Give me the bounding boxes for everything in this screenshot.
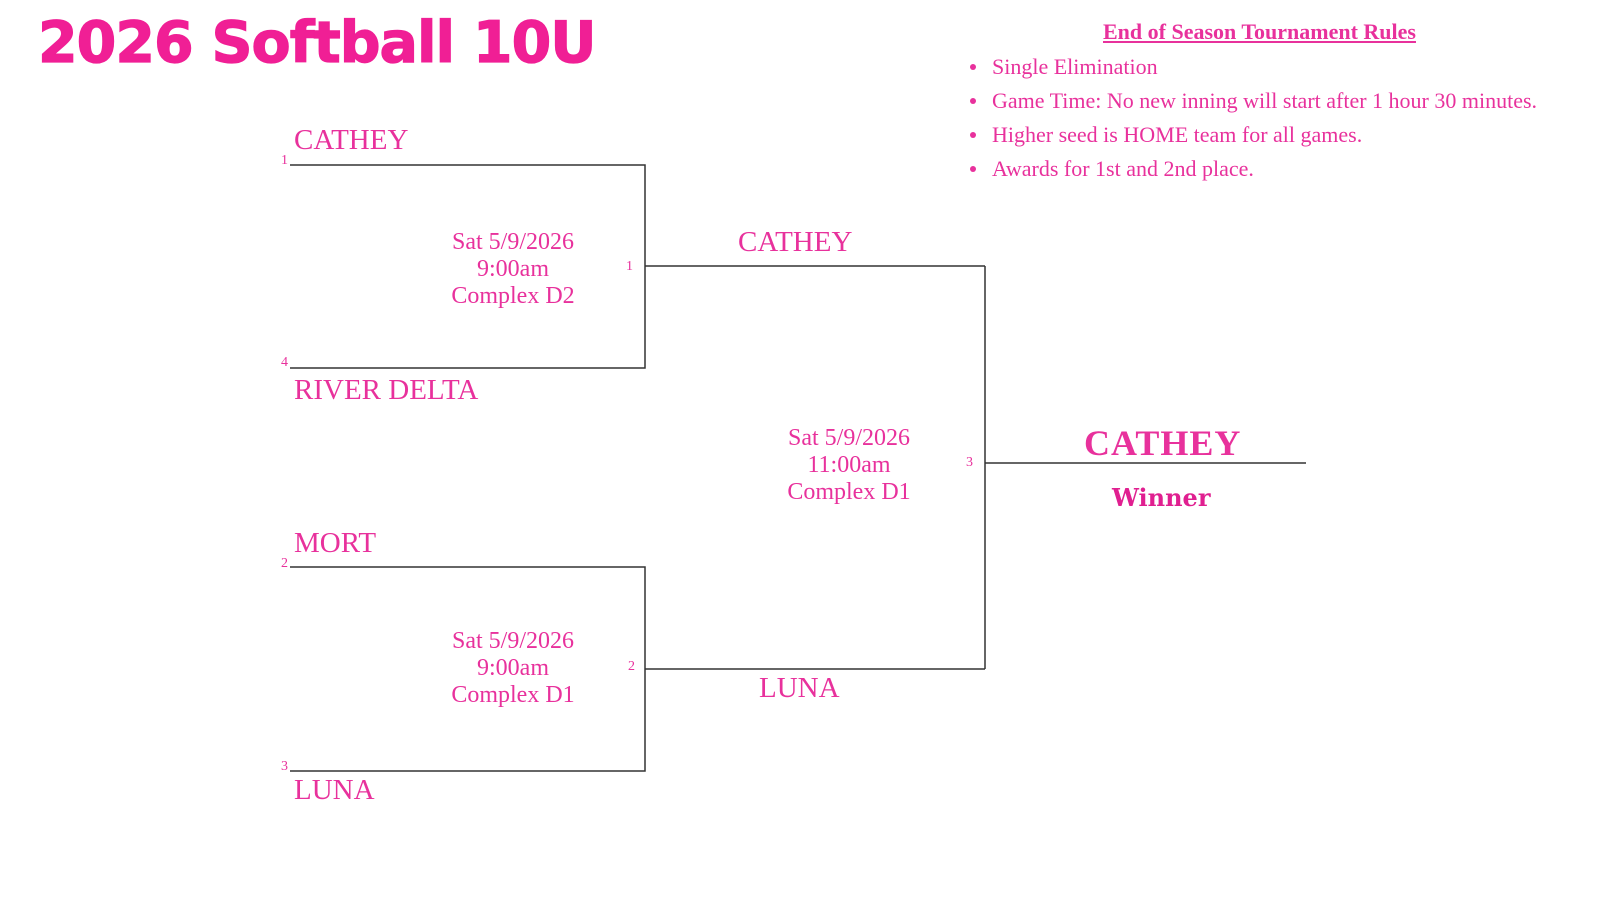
game-number: 1: [626, 259, 633, 274]
game-time: 11:00am: [807, 452, 891, 478]
game-location: Complex D2: [451, 283, 575, 309]
rule-item: Higher seed is HOME team for all games.: [966, 118, 1537, 152]
rule-item: Single Elimination: [966, 50, 1537, 84]
game-info: Sat 5/9/2026 9:00am Complex D2: [413, 229, 613, 310]
game-date: Sat 5/9/2026: [451, 628, 574, 654]
rules-heading: End of Season Tournament Rules: [1103, 19, 1416, 44]
team-name: LUNA: [759, 672, 840, 704]
seed-number: 2: [281, 556, 288, 571]
winner-label: Winner: [1112, 483, 1211, 512]
game-number: 3: [966, 455, 973, 470]
champion-name: CATHEY: [1084, 423, 1242, 463]
game-number: 2: [628, 659, 635, 674]
team-name: RIVER DELTA: [294, 374, 479, 406]
seed-number: 3: [281, 759, 288, 774]
rule-item: Awards for 1st and 2nd place.: [966, 152, 1537, 186]
game-time: 9:00am: [477, 256, 549, 282]
game-date: Sat 5/9/2026: [451, 229, 574, 255]
game-location: Complex D1: [451, 682, 575, 708]
game-info: Sat 5/9/2026 11:00am Complex D1: [749, 425, 949, 506]
team-name: CATHEY: [294, 124, 409, 156]
rule-item: Game Time: No new inning will start afte…: [966, 84, 1537, 118]
game-info: Sat 5/9/2026 9:00am Complex D1: [413, 628, 613, 709]
game-date: Sat 5/9/2026: [787, 425, 910, 451]
team-name: LUNA: [294, 774, 375, 806]
team-name: CATHEY: [738, 226, 853, 258]
seed-number: 1: [281, 153, 288, 168]
team-name: MORT: [294, 527, 377, 559]
seed-number: 4: [281, 355, 288, 370]
rules-list: Single Elimination Game Time: No new inn…: [966, 50, 1537, 186]
game-time: 9:00am: [477, 655, 549, 681]
game-location: Complex D1: [787, 479, 911, 505]
page-title: 2026 Softball 10U: [37, 9, 597, 76]
